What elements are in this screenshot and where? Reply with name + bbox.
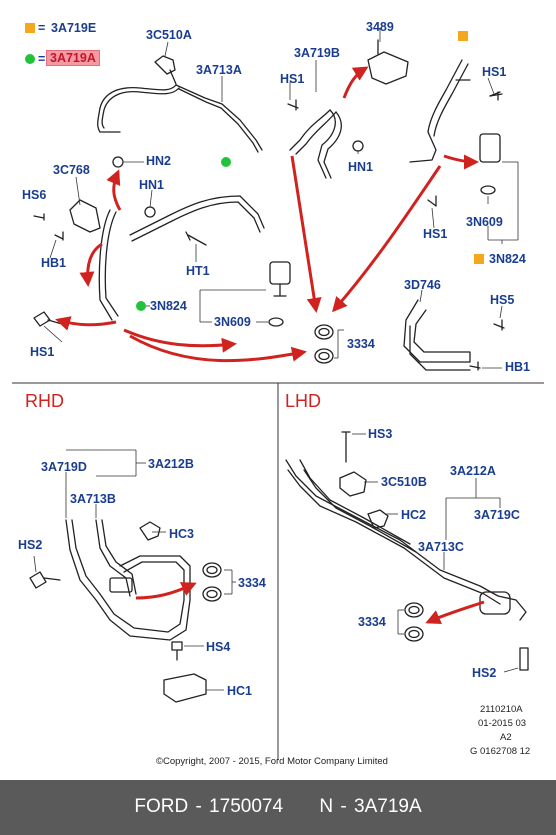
callout-3C510A: 3C510A xyxy=(146,28,192,42)
legend-equals-2: = xyxy=(38,52,46,66)
callout-3N824-right: 3N824 xyxy=(489,252,526,266)
callout-HC3: HC3 xyxy=(169,527,195,541)
callout-3A212B: 3A212B xyxy=(148,457,194,471)
callout-3A713C: 3A713C xyxy=(418,540,464,554)
reference-page: A2 xyxy=(500,732,512,743)
legend-part-3A719E: 3A719E xyxy=(51,21,97,35)
callout-HS2-lhd: HS2 xyxy=(472,666,497,680)
reference-code: 2110210A xyxy=(480,704,523,715)
green-dot-marker-3N824 xyxy=(136,301,146,311)
callout-HB1-right: HB1 xyxy=(505,360,531,374)
callout-HS6: HS6 xyxy=(22,188,47,202)
reference-number: G 0162708 12 xyxy=(470,746,531,757)
callout-HC2: HC2 xyxy=(401,508,427,522)
callout-3A719D: 3A719D xyxy=(41,460,87,474)
callout-3C768: 3C768 xyxy=(53,163,90,177)
footer-part-reference: FORD - 1750074 N - 3A719A xyxy=(134,796,422,817)
callout-HS2-rhd: HS2 xyxy=(18,538,43,552)
callout-HS4: HS4 xyxy=(206,640,231,654)
callout-3N609-mid: 3N609 xyxy=(214,315,251,329)
legend-part-3A719A: 3A719A xyxy=(46,50,100,66)
green-dot-marker-hose xyxy=(221,157,231,167)
callout-HS3: HS3 xyxy=(368,427,393,441)
section-heading-rhd: RHD xyxy=(25,391,64,411)
copyright-notice: ©Copyright, 2007 - 2015, Ford Motor Comp… xyxy=(156,756,388,767)
callout-HN1-mid: HN1 xyxy=(348,160,374,174)
callout-3A713A: 3A713A xyxy=(196,63,242,77)
callout-3334-rhd: 3334 xyxy=(238,576,266,590)
callout-3A719C: 3A719C xyxy=(474,508,520,522)
callout-3489: 3489 xyxy=(366,20,394,34)
callout-HS1-right: HS1 xyxy=(482,65,507,79)
section-heading-lhd: LHD xyxy=(285,391,322,411)
callout-HS1-left: HS1 xyxy=(30,345,55,359)
callout-3N609-right: 3N609 xyxy=(466,215,503,229)
callout-HT1: HT1 xyxy=(186,264,210,278)
callout-3N824-mid: 3N824 xyxy=(150,299,187,313)
callout-3A212A: 3A212A xyxy=(450,464,496,478)
orange-square-marker-hose xyxy=(458,31,468,41)
callout-3D746: 3D746 xyxy=(404,278,441,292)
callout-3334-lhd: 3334 xyxy=(358,615,386,629)
callout-HC1: HC1 xyxy=(227,684,253,698)
callout-3334-top: 3334 xyxy=(347,337,375,351)
callout-HS5: HS5 xyxy=(490,293,515,307)
legend-equals-1: = xyxy=(38,21,46,35)
orange-square-marker-3N824 xyxy=(474,254,484,264)
callout-HS1-mid: HS1 xyxy=(280,72,305,86)
callout-3A719B: 3A719B xyxy=(294,46,340,60)
callout-HN2: HN2 xyxy=(146,154,172,168)
legend-square-marker xyxy=(25,23,35,33)
callout-3A713B: 3A713B xyxy=(70,492,116,506)
reference-date: 01-2015 03 xyxy=(478,718,527,729)
callout-HB1-left: HB1 xyxy=(41,256,67,270)
callout-HS1-right2: HS1 xyxy=(423,227,448,241)
callout-3C510B: 3C510B xyxy=(381,475,427,489)
callout-HN1-left: HN1 xyxy=(139,178,165,192)
footer-bar xyxy=(0,780,556,835)
legend-dot-marker xyxy=(25,54,35,64)
